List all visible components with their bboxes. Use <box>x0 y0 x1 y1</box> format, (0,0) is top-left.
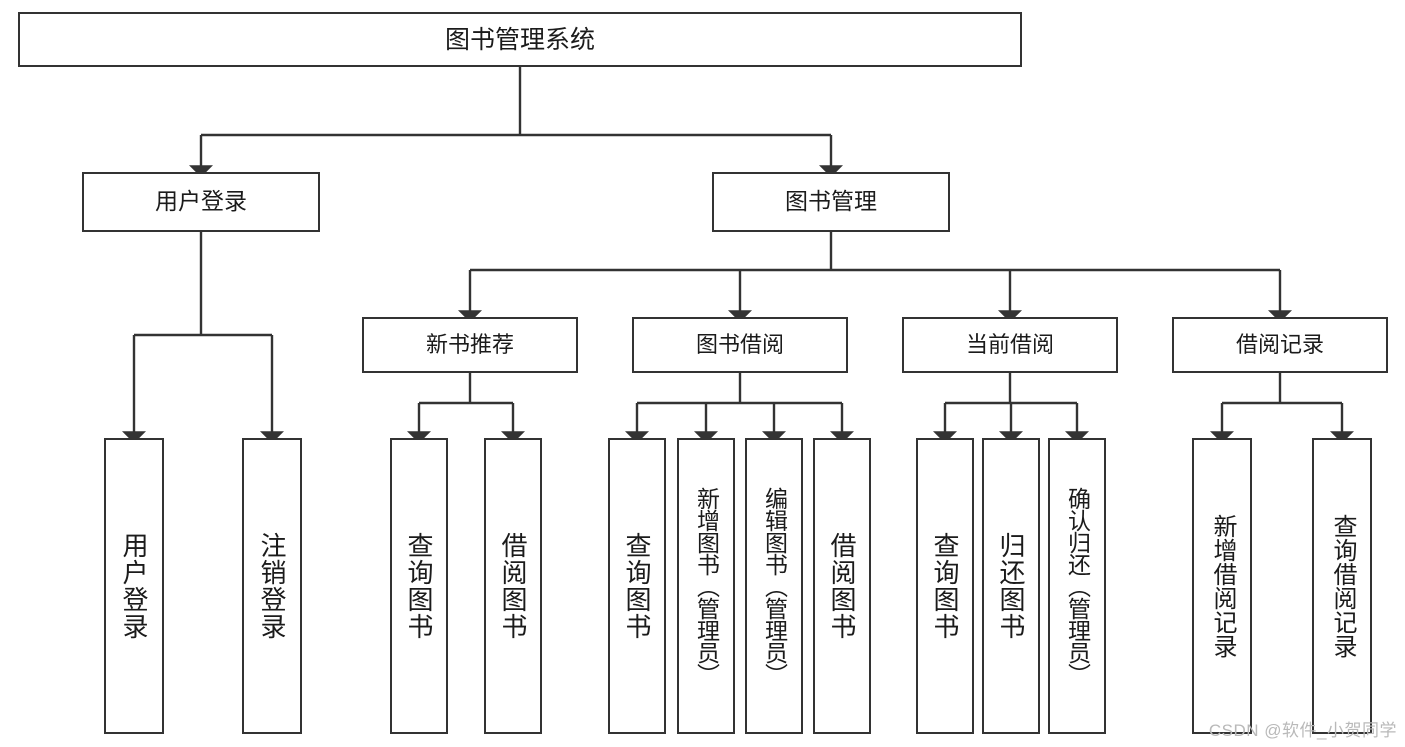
node-label: 借阅图书 <box>827 532 857 640</box>
node-login: 用户登录 <box>82 172 320 232</box>
node-leaf-add-book: 新增图书（管理员） <box>677 438 735 734</box>
node-label: 新书推荐 <box>425 331 514 357</box>
node-label: 用户登录 <box>119 532 149 640</box>
node-label: 用户登录 <box>155 188 247 215</box>
node-newbook: 新书推荐 <box>362 317 578 373</box>
node-label: 新增借阅记录 <box>1209 514 1236 658</box>
node-current: 当前借阅 <box>902 317 1118 373</box>
node-label: 当前借阅 <box>965 331 1054 357</box>
watermark-label: CSDN @软件_小贺同学 <box>1208 721 1397 740</box>
node-borrow: 图书借阅 <box>632 317 848 373</box>
node-leaf-add-record: 新增借阅记录 <box>1192 438 1252 734</box>
node-label: 查询图书 <box>622 532 652 640</box>
node-label: 编辑图书（管理员） <box>761 487 788 685</box>
node-label: 图书借阅 <box>695 331 784 357</box>
node-leaf-return-book: 归还图书 <box>982 438 1040 734</box>
node-records: 借阅记录 <box>1172 317 1388 373</box>
node-label: 注销登录 <box>257 532 287 640</box>
node-leaf-confirm-return: 确认归还（管理员） <box>1048 438 1106 734</box>
node-leaf-borrow-book-1: 借阅图书 <box>484 438 542 734</box>
node-label: 新增图书（管理员） <box>693 487 720 685</box>
node-leaf-borrow-book-2: 借阅图书 <box>813 438 871 734</box>
node-label: 借阅图书 <box>498 532 528 640</box>
node-leaf-query-book-2: 查询图书 <box>608 438 666 734</box>
node-root: 图书管理系统 <box>18 12 1022 67</box>
node-label: 查询借阅记录 <box>1329 514 1356 658</box>
node-label: 图书管理系统 <box>444 25 595 54</box>
node-label: 图书管理 <box>785 188 877 215</box>
node-leaf-query-book-1: 查询图书 <box>390 438 448 734</box>
node-label: 确认归还（管理员） <box>1064 487 1091 685</box>
node-leaf-query-book-3: 查询图书 <box>916 438 974 734</box>
node-leaf-query-record: 查询借阅记录 <box>1312 438 1372 734</box>
node-label: 查询图书 <box>404 532 434 640</box>
node-label: 查询图书 <box>930 532 960 640</box>
node-leaf-edit-book: 编辑图书（管理员） <box>745 438 803 734</box>
node-label: 归还图书 <box>996 532 1026 640</box>
node-bookmgmt: 图书管理 <box>712 172 950 232</box>
node-label: 借阅记录 <box>1235 331 1324 357</box>
node-leaf-logout: 注销登录 <box>242 438 302 734</box>
node-leaf-user-login: 用户登录 <box>104 438 164 734</box>
